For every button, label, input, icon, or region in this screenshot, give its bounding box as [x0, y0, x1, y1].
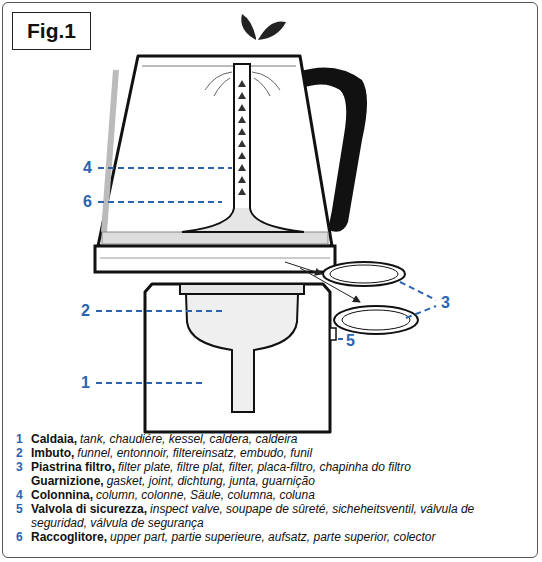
legend-number: 2: [16, 446, 31, 460]
legend-text: Guarnizione,gasket, joint, dichtung, jun…: [31, 474, 526, 488]
legend-row: Guarnizione,gasket, joint, dichtung, jun…: [16, 474, 526, 488]
part-name: Imbuto,: [31, 446, 74, 460]
legend-text: Colonnina,column, colonne, Säule, column…: [31, 488, 526, 502]
parts-legend: 1Caldaia,tank, chaudiére, kessel, calder…: [16, 432, 526, 544]
legend-row: 4Colonnina,column, colonne, Säule, colum…: [16, 488, 526, 502]
part-name: Valvola di sicurezza,: [31, 502, 147, 516]
part-translations: filter plate, filtre plat, filter, placa…: [118, 460, 411, 474]
part-name: Guarnizione,: [31, 474, 104, 488]
callout-number: 2: [80, 303, 91, 319]
legend-row: 1Caldaia,tank, chaudiére, kessel, calder…: [16, 432, 526, 446]
part-translations: funnel, entonnoir, filtereinsatz, embudo…: [77, 446, 312, 460]
part-translations: upper part, partie superieure, aufsatz, …: [110, 530, 436, 544]
figure-title: Fig.1: [12, 12, 91, 50]
funnel: [186, 294, 298, 412]
legend-text: Caldaia,tank, chaudiére, kessel, caldera…: [31, 432, 526, 446]
part-name: Raccoglitore,: [31, 530, 107, 544]
legend-row: 3Piastrina filtro,filter plate, filtre p…: [16, 460, 526, 474]
legend-number: [16, 474, 31, 488]
callout-number: 4: [82, 160, 93, 176]
legend-row: 6Raccoglitore,upper part, partie superie…: [16, 530, 526, 544]
part-translations: gasket, joint, dichtung, junta, guarniçã…: [107, 474, 315, 488]
legend-number: 5: [16, 502, 31, 530]
part-translations: column, colonne, Säule, columna, coluna: [96, 488, 315, 502]
safety-valve: [330, 328, 336, 340]
legend-number: 4: [16, 488, 31, 502]
callout-number: 5: [345, 333, 356, 349]
filter-plate: [323, 262, 405, 286]
upper-part: [98, 56, 332, 246]
legend-text: Valvola di sicurezza,inspect valve, soup…: [31, 502, 526, 530]
part-name: Piastrina filtro,: [31, 460, 115, 474]
part-translations: tank, chaudiére, kessel, caldera, caldei…: [80, 432, 297, 446]
legend-number: 1: [16, 432, 31, 446]
leader-lines: [96, 168, 436, 383]
part-name: Colonnina,: [31, 488, 93, 502]
legend-number: 6: [16, 530, 31, 544]
legend-row: 5Valvola di sicurezza,inspect valve, sou…: [16, 502, 526, 530]
legend-text: Piastrina filtro,filter plate, filtre pl…: [31, 460, 526, 474]
legend-row: 2Imbuto,funnel, entonnoir, filtereinsatz…: [16, 446, 526, 460]
callout-number: 1: [80, 375, 91, 391]
callout-number: 6: [82, 194, 93, 210]
part-name: Caldaia,: [31, 432, 77, 446]
boiler: [145, 284, 330, 432]
callout-number: 3: [440, 295, 451, 311]
legend-text: Imbuto,funnel, entonnoir, filtereinsatz,…: [31, 446, 526, 460]
legend-number: 3: [16, 460, 31, 474]
gasket: [334, 306, 418, 334]
legend-text: Raccoglitore,upper part, partie superieu…: [31, 530, 526, 544]
